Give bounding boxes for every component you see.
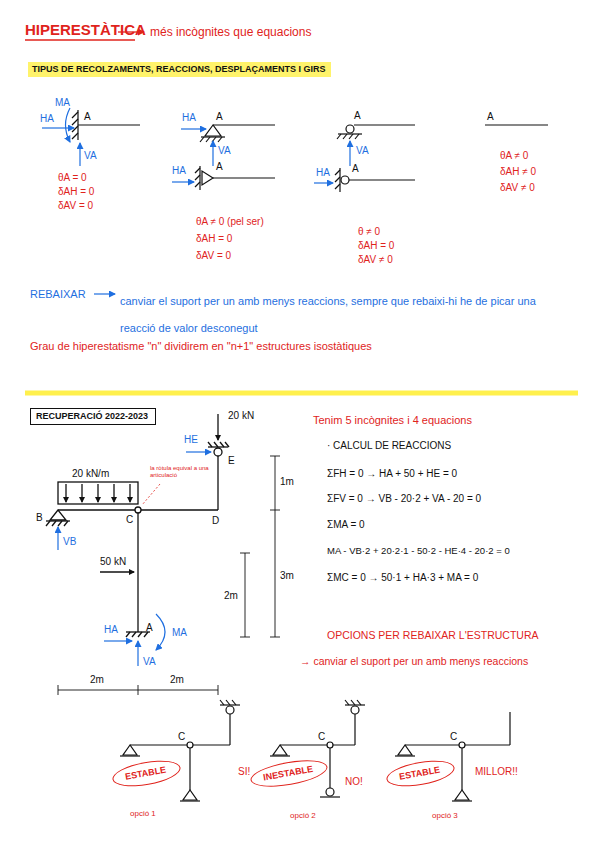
annotation-label: δAV ≠ 0: [500, 182, 535, 193]
annotation-label: OPCIONS PER REBAIXAR L'ESTRUCTURA: [327, 630, 538, 642]
annotation-label: δAH ≠ 0: [500, 166, 536, 177]
annotation-label: 2m: [170, 674, 184, 685]
annotation-label: 20 kN/m: [72, 468, 109, 479]
annotation-label: MILLOR!!: [475, 766, 518, 777]
annotation-label: MA: [55, 97, 70, 108]
highlight-band: TIPUS DE RECOLZAMENTS, REACCIONS, DESPLA…: [28, 62, 331, 77]
annotation-label: θA = 0: [58, 172, 87, 183]
annotation-label: δAV = 0: [58, 200, 93, 211]
node-text: ESTABLE: [398, 764, 442, 782]
annotation-label: δAH = 0: [358, 240, 394, 251]
annotation-label: A: [352, 163, 359, 174]
annotation-label: 20 kN: [228, 410, 254, 421]
annotation-label: opció 1: [130, 810, 156, 819]
node-text: RECUPERACIÓ 2022-2023: [36, 411, 150, 421]
annotation-label: ΣMC = 0 → 50·1 + HA·3 + MA = 0: [327, 572, 478, 583]
annotation-label: δAV ≠ 0: [358, 254, 393, 265]
annotation-label: ΣFH = 0 → HA + 50 + HE = 0: [327, 468, 457, 479]
annotation-label: ΣMA = 0: [327, 519, 365, 530]
frame-reactions: [58, 452, 211, 666]
annotation-label: HA: [104, 624, 118, 635]
status-oval: ESTABLE: [111, 756, 183, 791]
annotation-label: A: [84, 111, 91, 122]
annotation-label: C: [318, 731, 325, 742]
status-oval: INESTABLE: [249, 755, 330, 791]
status-oval: ESTABLE: [385, 756, 457, 791]
annotation-label: A: [216, 111, 223, 122]
annotation-label: 3m: [280, 570, 294, 581]
annotation-label: canviar el suport per un amb menys reacc…: [120, 288, 570, 342]
annotation-label: θA ≠ 0 (pel ser): [196, 216, 264, 227]
node-text: ESTABLE: [124, 764, 168, 782]
annotation-label: HA: [172, 165, 186, 176]
annotation-label: C: [126, 514, 133, 525]
annotation-label: HE: [184, 434, 198, 445]
dimension-lines: [58, 456, 280, 695]
frame-structure: [46, 414, 229, 637]
support-symbols: [72, 110, 548, 192]
annotation-label: B: [36, 512, 43, 523]
annotation-label: C: [178, 731, 185, 742]
annotation-label: MA - VB·2 + 20·2·1 - 50·2 - HE·4 - 20·2 …: [327, 546, 510, 556]
annotation-label: HA: [182, 112, 196, 123]
annotation-label: 2m: [90, 674, 104, 685]
annotation-label: HA: [316, 167, 330, 178]
annotation-label: · CALCUL DE REACCIONS: [327, 440, 451, 451]
annotation-label: E: [228, 455, 235, 466]
annotation-label: θ ≠ 0: [358, 226, 380, 237]
annotation-label: D: [212, 515, 219, 526]
node-text: TIPUS DE RECOLZAMENTS, REACCIONS, DESPLA…: [32, 64, 327, 74]
annotation-label: Tenim 5 incògnites i 4 equacions: [313, 414, 472, 426]
annotation-label: VA: [143, 656, 156, 667]
annotation-label: δAV = 0: [196, 250, 231, 261]
separator-line: [25, 391, 578, 396]
annotation-label: 1m: [280, 476, 294, 487]
annotation-label: més incògnites que equacions: [150, 26, 311, 39]
leader-line: [142, 484, 160, 505]
annotation-label: SI!: [238, 766, 250, 777]
annotation-label: MA: [172, 627, 187, 638]
annotation-label: VB: [63, 536, 76, 547]
page-title: HIPERESTÀTICA: [25, 22, 146, 39]
annotation-label: A: [216, 161, 223, 172]
annotation-label: opció 2: [290, 812, 316, 821]
annotation-label: HA: [40, 113, 54, 124]
annotation-label: A: [354, 110, 361, 121]
annotation-label: C: [450, 731, 457, 742]
annotation-label: 50 kN: [100, 556, 126, 567]
annotation-label: ΣFV = 0 → VB - 20·2 + VA - 20 = 0: [327, 493, 481, 504]
annotation-label: REBAIXAR: [30, 288, 86, 300]
annotation-label: Grau de hiperestatisme "n" dividirem en …: [30, 340, 372, 352]
annotation-label: NO!: [345, 776, 363, 787]
annotation-label: → canviar el suport per un amb menys rea…: [300, 656, 528, 668]
annotation-label: A: [146, 622, 153, 633]
annotation-label: θA ≠ 0: [500, 150, 528, 161]
annotation-label: VA: [84, 150, 97, 161]
annotation-label: A: [487, 111, 494, 122]
annotation-label: δAH = 0: [58, 186, 94, 197]
annotation-label: opció 3: [432, 812, 458, 821]
heading-box: RECUPERACIÓ 2022-2023: [30, 408, 156, 425]
option-structures: [120, 700, 510, 801]
annotation-label: δAH = 0: [196, 233, 232, 244]
annotation-label: VA: [356, 145, 369, 156]
annotation-label: la ròtula equival a una articulació: [150, 465, 222, 479]
annotation-label: VA: [218, 145, 231, 156]
node-text: INESTABLE: [262, 764, 315, 783]
reaction-arrows: [42, 108, 350, 294]
annotation-label: 2m: [224, 590, 238, 601]
